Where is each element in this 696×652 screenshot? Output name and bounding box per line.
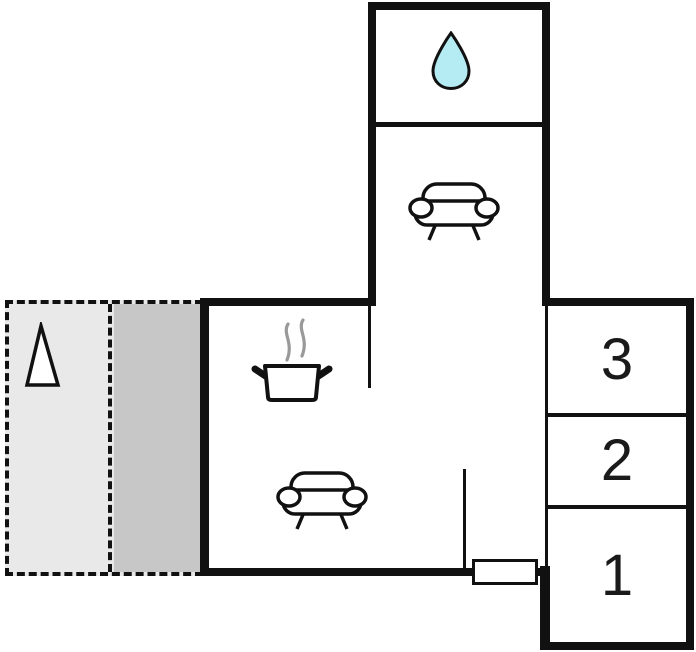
wall-top-room-left: [368, 2, 376, 306]
terrace-dark-section: [114, 304, 203, 572]
wall-bathroom-divider: [374, 122, 544, 127]
wall-main-left: [200, 298, 209, 576]
terrace-dashed-divider: [108, 304, 112, 572]
wall-divider-room3-room2: [548, 413, 686, 417]
entrance-door: [472, 559, 538, 585]
triangle-arrow-icon: [24, 322, 61, 387]
wall-divider-room2-room1: [548, 505, 686, 509]
wall-column-left-thin: [545, 306, 548, 568]
living-kitchen-area: [209, 306, 545, 568]
wall-column-top: [542, 298, 694, 306]
wall-top-room-top: [368, 2, 550, 10]
room-1-label: 1: [600, 542, 634, 608]
cooking-pot-icon: [251, 318, 333, 402]
terrace-area: [5, 300, 203, 576]
wall-top-room-right: [542, 2, 550, 306]
room-3-label: 3: [600, 326, 634, 392]
room-2-label: 2: [600, 428, 634, 493]
wall-entry-stub: [463, 469, 466, 570]
wall-column-bottom: [540, 642, 694, 650]
wall-column-left-thick: [540, 566, 550, 646]
sofa-icon: [276, 471, 368, 530]
wall-column-right: [686, 298, 694, 650]
wall-main-bottom: [200, 568, 475, 576]
water-drop-icon: [431, 31, 471, 91]
wall-kitchen-stub: [368, 306, 371, 388]
wall-main-top: [200, 298, 375, 306]
sofa-icon: [408, 182, 500, 241]
